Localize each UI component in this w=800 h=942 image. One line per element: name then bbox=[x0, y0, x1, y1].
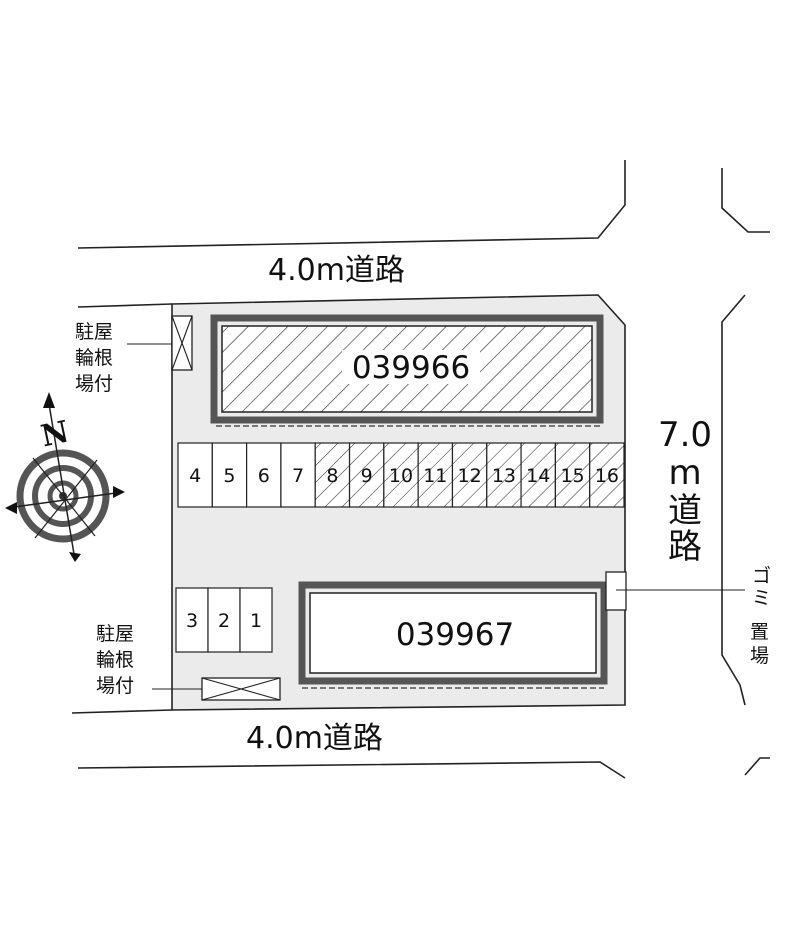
parking-space: 2 bbox=[207, 587, 241, 653]
building-039966: 039966 bbox=[210, 314, 604, 427]
parking-space: 11 bbox=[417, 442, 454, 508]
garbage-char-3: 置 bbox=[750, 621, 769, 643]
parking-space: 13 bbox=[486, 442, 522, 508]
parking-space-label: 13 bbox=[492, 465, 516, 487]
east-road-bottom-edge bbox=[744, 757, 770, 776]
compass-north-label: N bbox=[38, 415, 72, 455]
parking-space: 15 bbox=[554, 442, 591, 508]
parking-space: 14 bbox=[520, 442, 556, 508]
north-road-label: 4.0m道路 bbox=[268, 253, 405, 288]
bicycle-top-line1: 駐屋 bbox=[75, 321, 113, 343]
bicycle-bottom-line2: 輪根 bbox=[96, 649, 134, 671]
east-road-char-1: 道 bbox=[668, 491, 702, 531]
building-039967-label: 039967 bbox=[396, 617, 514, 653]
parking-space-label: 15 bbox=[560, 465, 584, 487]
south-road-far-edge bbox=[77, 761, 626, 779]
garbage-char-2: ミ bbox=[752, 587, 771, 609]
east-road-top-edge bbox=[721, 168, 770, 233]
parking-space: 9 bbox=[348, 442, 385, 508]
south-road-label: 4.0m道路 bbox=[246, 721, 383, 756]
parking-space-label: 5 bbox=[223, 465, 235, 487]
parking-space: 7 bbox=[280, 442, 316, 508]
parking-space-label: 4 bbox=[189, 465, 201, 487]
parking-space-label: 16 bbox=[595, 465, 619, 487]
compass-needle-4 bbox=[34, 459, 98, 539]
garbage-char-1: ゴ bbox=[752, 565, 771, 587]
parking-space: 5 bbox=[211, 442, 248, 508]
compass-north-arrow bbox=[43, 392, 55, 408]
parking-space: 16 bbox=[589, 442, 625, 508]
parking-space: 10 bbox=[383, 442, 419, 508]
garbage-area: ゴ ミ 置 場 bbox=[605, 565, 771, 667]
compass-rose: N bbox=[5, 392, 125, 562]
bicycle-top-line2: 輪根 bbox=[75, 347, 113, 369]
north-road-edge bbox=[77, 160, 626, 249]
bicycle-bottom-line3: 場付 bbox=[96, 675, 134, 697]
parking-space: 6 bbox=[246, 442, 282, 508]
east-road-width: 7.0 bbox=[658, 415, 712, 455]
parking-space-label: 9 bbox=[361, 465, 373, 487]
parking-space-label: 8 bbox=[326, 465, 338, 487]
parking-space: 12 bbox=[451, 442, 488, 508]
bicycle-parking-top: 駐屋 輪根 場付 bbox=[75, 315, 193, 395]
garbage-char-4: 場 bbox=[750, 645, 769, 667]
east-road-char-2: 路 bbox=[668, 527, 702, 567]
parking-space-label: 11 bbox=[423, 465, 447, 487]
lot-north-extension bbox=[77, 303, 173, 308]
parking-space: 3 bbox=[175, 587, 209, 653]
compass-needle-1 bbox=[48, 403, 76, 561]
parking-space-label: 3 bbox=[186, 610, 198, 632]
compass-needle-3 bbox=[32, 457, 96, 537]
parking-space: 8 bbox=[314, 442, 351, 508]
parking-space-label: 10 bbox=[389, 465, 413, 487]
bicycle-parking-bottom: 駐屋 輪根 場付 bbox=[96, 623, 281, 701]
parking-space: 1 bbox=[239, 587, 273, 653]
building-039966-label: 039966 bbox=[352, 350, 470, 386]
east-road-unit: m bbox=[668, 453, 701, 493]
parking-space-label: 2 bbox=[218, 610, 230, 632]
bicycle-bottom-line1: 駐屋 bbox=[96, 623, 134, 645]
parking-space-label: 1 bbox=[250, 610, 262, 632]
parking-space-label: 7 bbox=[292, 465, 304, 487]
parking-space: 4 bbox=[177, 442, 213, 508]
bicycle-top-line3: 場付 bbox=[75, 373, 113, 395]
parking-space-label: 6 bbox=[258, 465, 270, 487]
road-lines bbox=[77, 160, 770, 779]
east-road-left-edge bbox=[721, 294, 746, 706]
building-039967: 039967 bbox=[298, 581, 608, 689]
lot-south-extension bbox=[71, 709, 173, 714]
parking-space-label: 12 bbox=[458, 465, 482, 487]
parking-space-label: 14 bbox=[526, 465, 550, 487]
